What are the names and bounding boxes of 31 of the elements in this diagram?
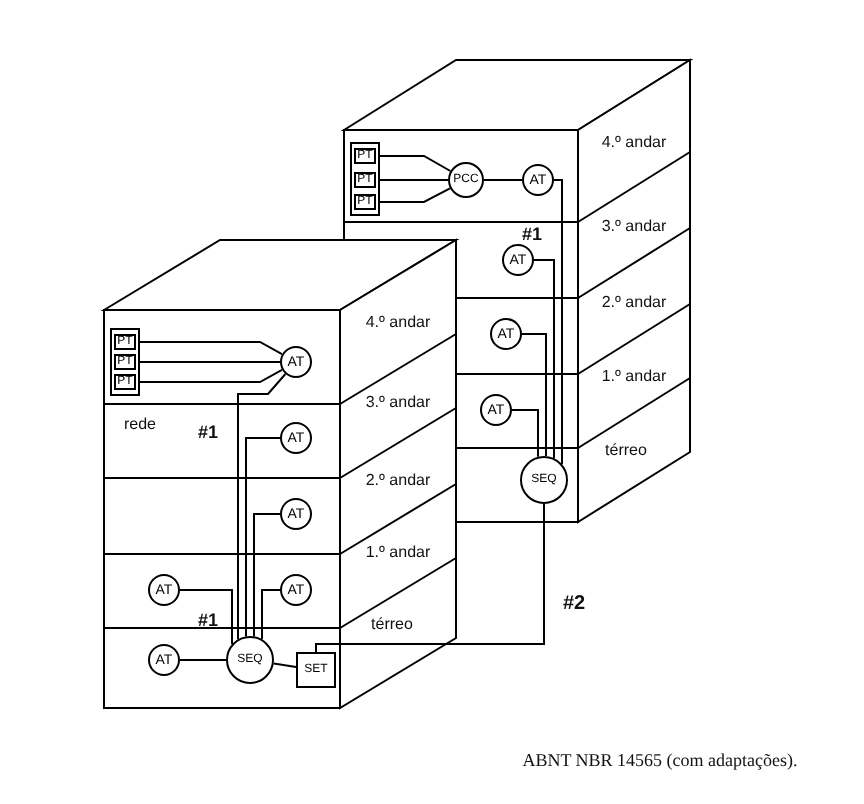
cable-line [315, 503, 545, 653]
floor-label: 2.º andar [365, 471, 431, 489]
floor-label: 3.º andar [365, 393, 431, 411]
cable-line [272, 662, 297, 668]
cable-line [553, 179, 563, 466]
cable-line [253, 513, 281, 638]
edge-label: #2 [562, 593, 586, 615]
floor-label: 4.º andar [601, 133, 667, 151]
floor-label: 3.º andar [601, 217, 667, 235]
frame-box [110, 328, 140, 396]
cable-number: #1 [198, 610, 218, 630]
cable-number: #1 [522, 224, 542, 244]
cable-line [261, 589, 281, 641]
floor-label: rede [124, 415, 156, 433]
floor-label: térreo [371, 615, 413, 633]
cable-line [179, 589, 233, 646]
cable-number: #1 [198, 422, 218, 442]
cable-line [179, 659, 227, 661]
cable-line [237, 373, 287, 641]
floor-label: 4.º andar [365, 313, 431, 331]
floor-label: 1.º andar [601, 367, 667, 385]
cable-line [511, 409, 539, 458]
floor-label: 1.º andar [365, 543, 431, 561]
floor-label: térreo [605, 441, 647, 459]
floor-label: 2.º andar [601, 293, 667, 311]
cable-line [533, 259, 555, 460]
cable-line [483, 179, 523, 181]
cable-line [245, 437, 281, 638]
frame-box [350, 142, 380, 216]
cable-line [521, 333, 547, 457]
caption: ABNT NBR 14565 (com adaptações). [522, 750, 798, 770]
